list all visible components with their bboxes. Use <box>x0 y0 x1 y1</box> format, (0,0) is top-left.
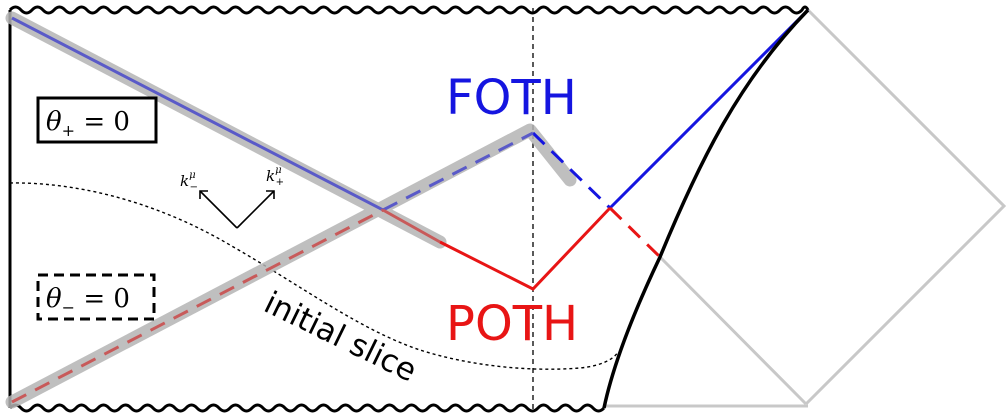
initial-slice-label: initial slice <box>258 285 422 390</box>
theta-plus-label: θ+ = 0 <box>46 107 130 140</box>
foth-curve <box>11 8 810 212</box>
k-plus-arrow <box>236 190 275 229</box>
poth-curve <box>11 206 662 404</box>
theta-minus-label: θ− = 0 <box>46 284 130 317</box>
theta-minus-box <box>36 273 156 321</box>
k-plus-arrowhead <box>266 190 275 199</box>
poth-faded-dashed <box>11 208 384 404</box>
top-singularity <box>8 5 810 15</box>
foth-faded-segment <box>11 16 384 212</box>
foth-solid-segment <box>608 8 810 210</box>
k-minus-label: kμ− <box>180 170 198 193</box>
k-plus-label: kμ+ <box>266 165 284 188</box>
light-cone-inner <box>658 255 808 406</box>
null-vectors <box>199 190 275 229</box>
poth-dashed-segment <box>608 206 662 259</box>
poth-faded-segment <box>382 208 441 244</box>
light-cone-upper <box>804 8 1006 406</box>
foth-dashed-segment <box>531 131 612 210</box>
poth-solid-segment <box>439 206 612 291</box>
k-minus-arrowhead <box>199 190 208 199</box>
poth-label: POTH <box>446 296 578 352</box>
foth-label: FOTH <box>446 70 577 126</box>
theta-plus-box <box>36 96 158 144</box>
k-minus-arrow <box>199 190 238 229</box>
bottom-singularity <box>8 403 606 413</box>
foth-dashed-left <box>382 131 534 212</box>
light-cone-region <box>604 8 1006 408</box>
boundary-curve <box>602 8 810 409</box>
initial-slice-curve <box>9 182 619 370</box>
